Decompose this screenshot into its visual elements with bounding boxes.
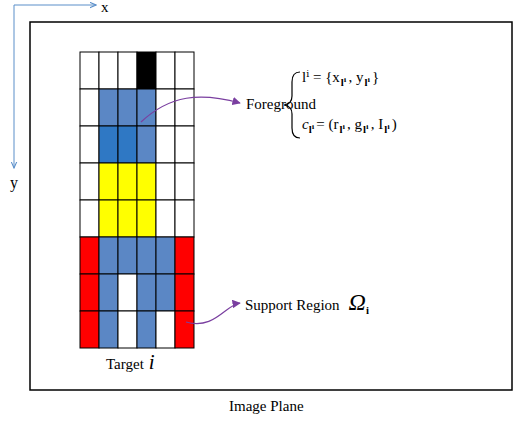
pixel-cell (137, 126, 156, 163)
pixel-cell (99, 311, 118, 348)
pixel-cell (156, 89, 175, 126)
pixel-cell (137, 237, 156, 274)
axis-label: y (10, 175, 18, 191)
pixel-cell (80, 163, 99, 200)
pixel-cell (175, 163, 194, 200)
pixel-cell (175, 311, 194, 348)
pixel-cell (80, 200, 99, 237)
pixel-cell (80, 52, 99, 89)
pixel-cell (137, 52, 156, 89)
pixel-cell (175, 237, 194, 274)
formula-part: lⁱ (341, 76, 347, 88)
pixel-cell (118, 52, 137, 89)
pixel-cell (175, 126, 194, 163)
y-axis (14, 5, 15, 168)
formula-part: i (366, 304, 369, 316)
axis-label: x (101, 0, 109, 15)
pixel-cell (156, 237, 175, 274)
pixel-cell (175, 89, 194, 126)
formula: clⁱ= (rlⁱ, glⁱ, Ilⁱ) (302, 117, 398, 135)
pixel-cell (118, 237, 137, 274)
formula-part: , g (347, 116, 362, 132)
pixel-cell (99, 200, 118, 237)
pixel-cell (99, 89, 118, 126)
pixel-cell (137, 311, 156, 348)
pixel-cell (118, 163, 137, 200)
region-label: Support Region Ωi (245, 290, 371, 316)
leader-line (186, 303, 240, 324)
pixel-cell (99, 126, 118, 163)
formula-part: , I (371, 116, 384, 132)
pixel-cell (156, 52, 175, 89)
leader-line (141, 97, 240, 122)
formula-part: lⁱ (364, 76, 370, 88)
pixel-cell (175, 200, 194, 237)
pixel-cell (118, 274, 137, 311)
formula: lⁱ = {xlⁱ, ylⁱ} (302, 70, 380, 88)
formula-part: i (149, 350, 155, 374)
pixel-cell (118, 126, 137, 163)
formula-part: Target (106, 356, 144, 372)
formula-part: lⁱ (363, 123, 369, 135)
pixel-cell (137, 200, 156, 237)
target-label: Targeti (106, 352, 155, 373)
formula-part: lⁱ = {x (302, 69, 340, 85)
formula-part: = (r (316, 116, 338, 132)
pixel-cell (118, 200, 137, 237)
pixel-cell (175, 52, 194, 89)
pixel-cell (80, 89, 99, 126)
formula-part: lⁱ (339, 123, 345, 135)
pixel-cell (80, 126, 99, 163)
caption-label: Image Plane (229, 399, 304, 414)
x-axis (14, 5, 96, 6)
formula-part: lⁱ (309, 123, 315, 135)
pixel-cell (137, 89, 156, 126)
pixel-cell (156, 200, 175, 237)
formula-part: } (372, 69, 379, 85)
pixel-cell (80, 237, 99, 274)
region-label: Foreground (246, 97, 316, 112)
pixel-cell (156, 126, 175, 163)
target-grid (80, 52, 194, 348)
formula-part: c (302, 116, 309, 132)
pixel-cell (137, 274, 156, 311)
pixel-cell (118, 89, 137, 126)
formula-part: Ω (349, 289, 366, 315)
pixel-cell (137, 163, 156, 200)
pixel-cell (118, 311, 137, 348)
pixel-cell (99, 163, 118, 200)
pixel-cell (99, 52, 118, 89)
pixel-cell (156, 274, 175, 311)
pixel-cell (99, 274, 118, 311)
pixel-cell (175, 274, 194, 311)
formula-part: , y (348, 69, 363, 85)
formula-part: Support Region (245, 297, 340, 313)
image-plane (30, 22, 512, 390)
pixel-cell (156, 163, 175, 200)
pixel-cell (80, 274, 99, 311)
formula-part: ) (392, 116, 397, 132)
pixel-cell (80, 311, 99, 348)
formula-part: lⁱ (384, 123, 390, 135)
pixel-cell (99, 237, 118, 274)
pixel-cell (156, 311, 175, 348)
